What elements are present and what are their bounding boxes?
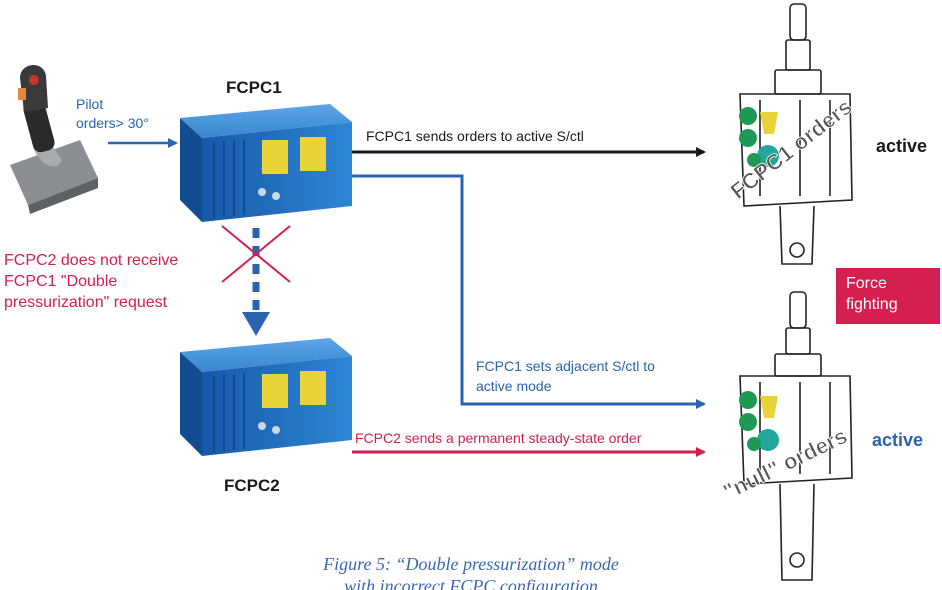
top-actuator-state: active	[876, 136, 928, 156]
dashed-link-arrowhead	[242, 312, 270, 336]
failure-label-line3: pressurization" request	[4, 294, 168, 311]
fcpc2-orders-label: FCPC2 sends a permanent steady-state ord…	[355, 430, 642, 446]
failure-label-line1: FCPC2 does not receive	[4, 252, 179, 269]
failure-cross-icon	[221, 225, 291, 283]
failure-label-line2: FCPC1 "Double	[4, 273, 118, 290]
sidestick-icon	[10, 64, 98, 214]
fcpc1-label: FCPC1	[226, 78, 282, 97]
force-fighting-line1: Force	[846, 275, 887, 292]
fcpc1-orders-label: FCPC1 sends orders to active S/ctl	[366, 128, 584, 144]
pilot-label-line2: orders> 30°	[76, 115, 149, 131]
top-actuator-icon	[739, 3, 853, 265]
fcpc1-unit-icon	[180, 104, 352, 222]
bottom-actuator-overlay: "null" orders	[719, 423, 851, 504]
fcpc2-label: FCPC2	[224, 476, 280, 495]
top-actuator-valves-icon	[739, 107, 779, 167]
bottom-actuator-valves-icon	[739, 391, 779, 451]
force-fighting-line2: fighting	[846, 296, 898, 313]
pilot-label-line1: Pilot	[76, 96, 104, 112]
bottom-actuator-state: active	[872, 430, 924, 450]
fcpc1-sets-label-line2: active mode	[476, 378, 552, 394]
bottom-actuator-icon	[739, 291, 853, 581]
figure-caption-line1: Figure 5: “Double pressurization” mode	[323, 554, 619, 574]
figure-caption-line2: with incorrect FCPC configuration	[344, 576, 598, 590]
fcpc1-sets-label-line1: FCPC1 sets adjacent S/ctl to	[476, 358, 655, 374]
fcpc2-unit-icon	[180, 338, 352, 456]
force-fighting-badge: Force fighting	[836, 268, 940, 324]
fcpc1-sets-adjacent-arrow	[352, 174, 706, 409]
